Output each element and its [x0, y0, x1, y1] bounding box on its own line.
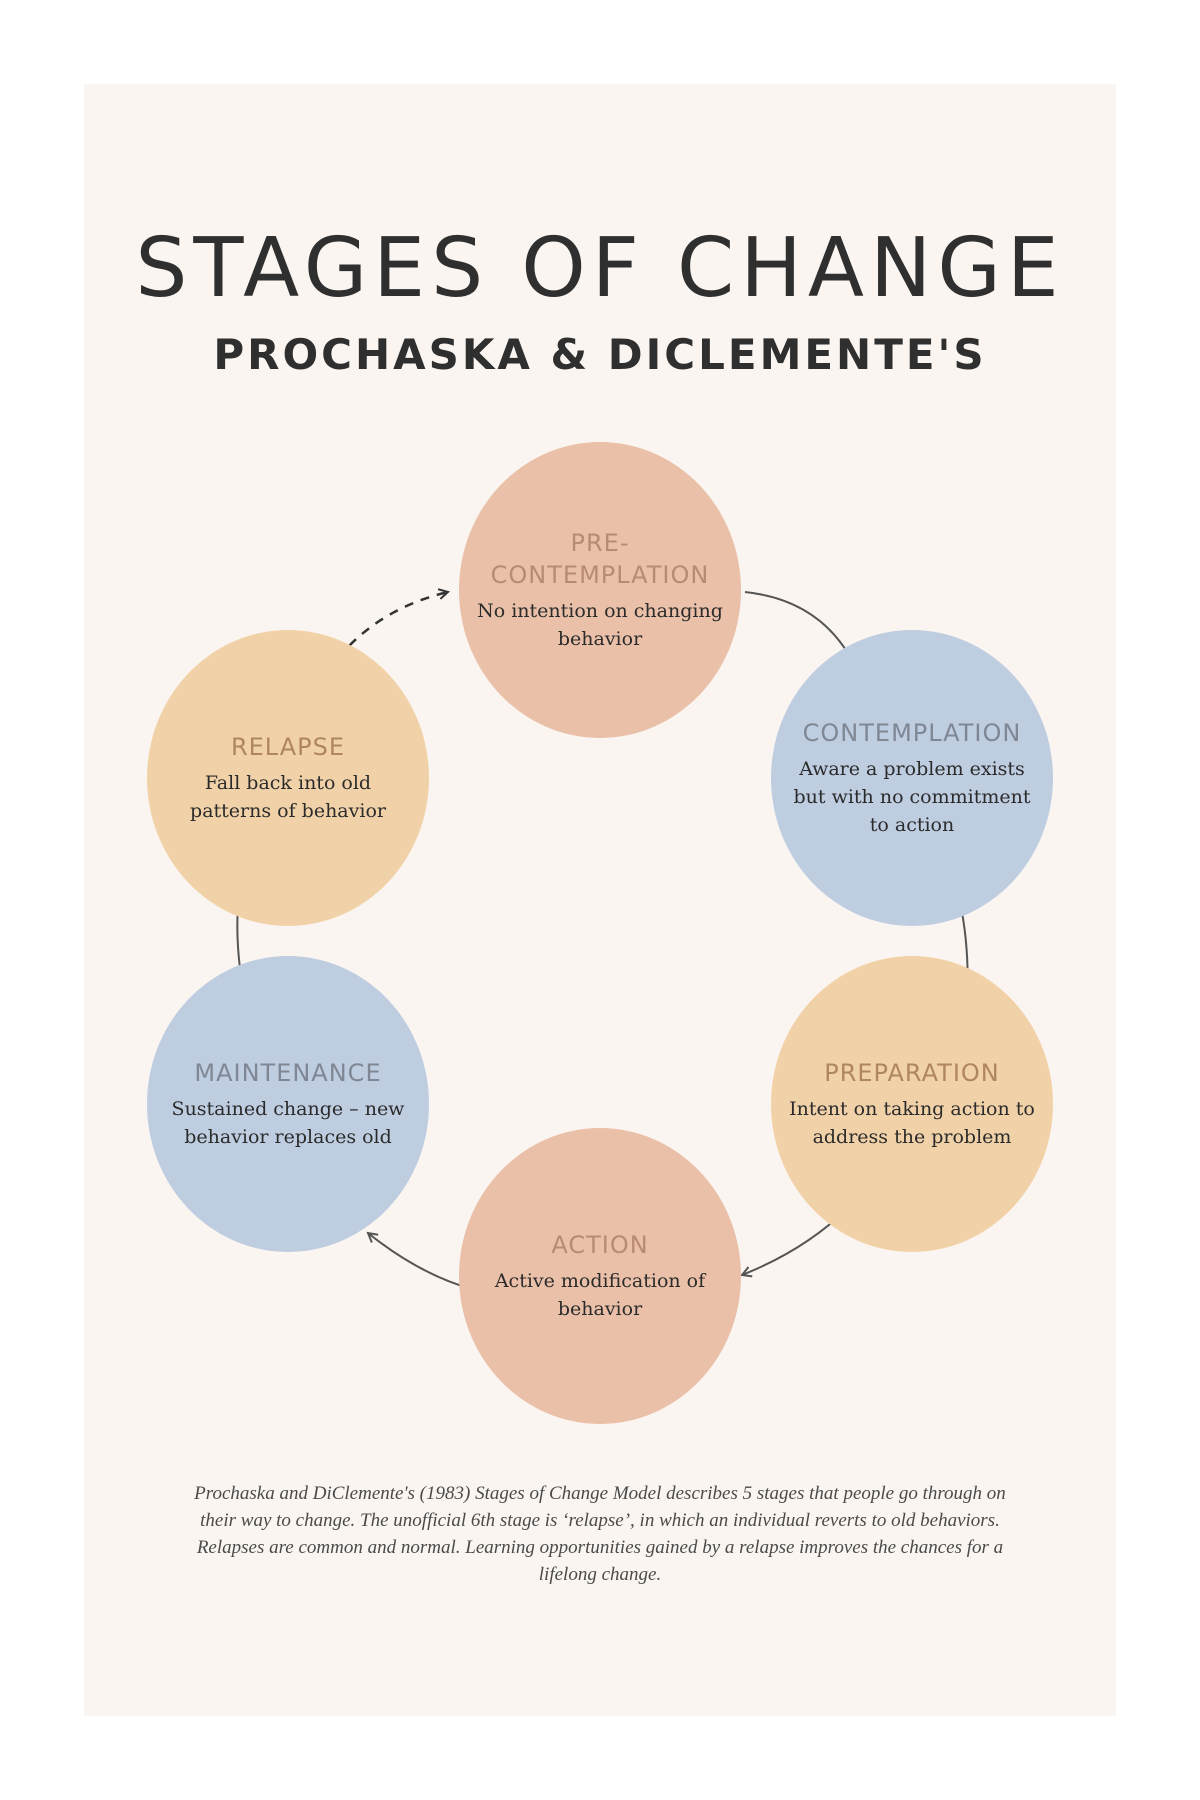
stage-name: CONTEMPLATION [802, 719, 1022, 747]
stage-circle-preparation: PREPARATION Intent on taking action to ad… [771, 956, 1053, 1252]
stage-circle-relapse: RELAPSE Fall back into old patterns of be… [147, 630, 429, 926]
stage-name: PREPARATION [824, 1059, 1000, 1087]
stage-circle-contemplation: CONTEMPLATION Aware a problem exists but … [771, 630, 1053, 926]
stage-name: PRE- CONTEMPLATION [490, 529, 710, 589]
stage-name: RELAPSE [230, 733, 346, 761]
diagram-title: STAGES OF CHANGE [135, 221, 1065, 316]
stage-name: ACTION [551, 1231, 649, 1259]
stage-circle-maintenance: MAINTENANCE Sustained change – new behavi… [147, 956, 429, 1252]
footnote: Prochaska and DiClemente's (1983) Stages… [194, 1483, 1006, 1585]
stage-circle-action: ACTION Active modification of behavior [459, 1128, 741, 1424]
diagram-subtitle: PROCHASKA & DICLEMENTE'S [213, 330, 987, 379]
stage-description: Intent on taking action to address the p… [789, 1098, 1035, 1148]
stage-description: Active modification of behavior [494, 1270, 706, 1320]
stage-name: MAINTENANCE [194, 1059, 382, 1087]
stage-description: Sustained change – new behavior replaces… [171, 1098, 405, 1148]
stage-circle-precontemplation: PRE- CONTEMPLATION No intention on changi… [459, 442, 741, 738]
stage-description: No intention on changing behavior [477, 600, 723, 650]
stage-description: Fall back into old patterns of behavior [190, 772, 386, 822]
stage-description: Aware a problem exists but with no commi… [793, 758, 1031, 836]
